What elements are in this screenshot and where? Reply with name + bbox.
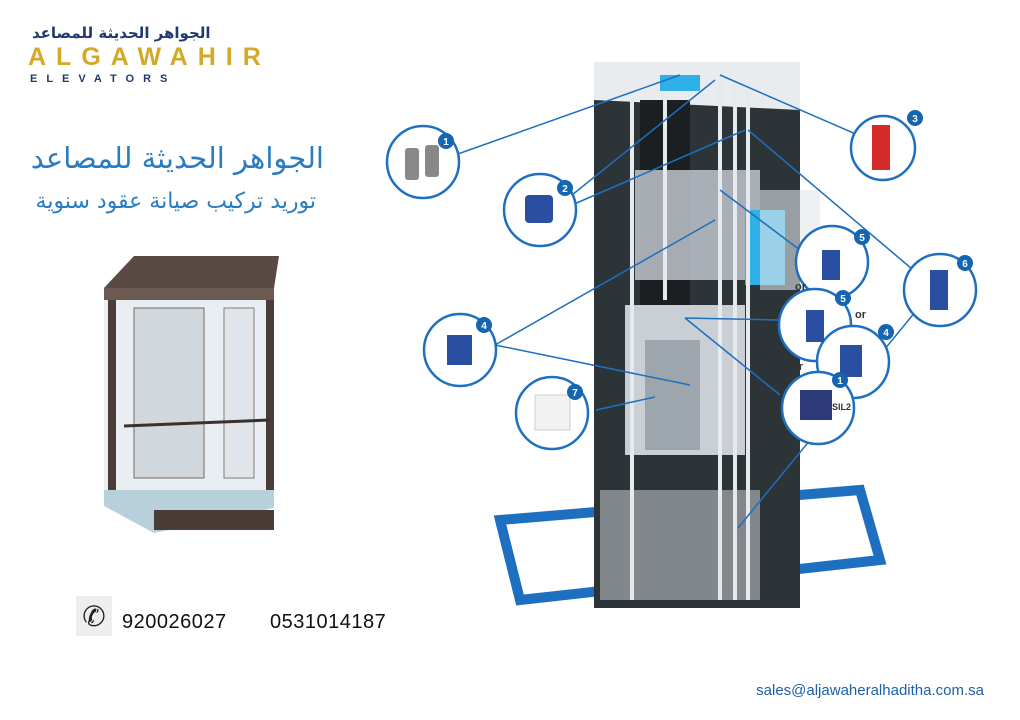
callout-badge: 7 (572, 388, 578, 399)
or-label: or (792, 361, 804, 373)
callout-badge: 2 (562, 184, 568, 195)
callout-badge: 4 (481, 321, 487, 332)
page-subtitle: توريد تركيب صيانة عقود سنوية (35, 189, 316, 214)
logo-sub: ELEVATORS (30, 73, 177, 85)
callout-badge: 3 (912, 114, 918, 125)
phone-number-2[interactable]: 0531014187 (270, 611, 387, 633)
email-link[interactable]: sales@aljawaheralhaditha.com.sa (756, 682, 984, 699)
or-label: or (795, 281, 807, 293)
logo-arabic: الجواهر الحديثة للمصاعد (32, 24, 211, 42)
phone-icon: ✆ (76, 596, 112, 636)
callout-badge: 5 (859, 233, 865, 244)
phone-number-1[interactable]: 920026027 (122, 611, 227, 633)
callout-badge: 5 (840, 294, 846, 305)
callout-badge: 1 (443, 137, 449, 148)
callout-badge: 1 (837, 376, 843, 387)
page-title: الجواهر الحديثة للمصاعد (30, 141, 324, 175)
sil-label: SIL2 (832, 402, 851, 412)
callout-badge: 4 (883, 328, 889, 339)
elevator-cabin-image (104, 256, 279, 533)
logo-brand: ALGAWAHIR (28, 43, 271, 71)
callout-badge: 6 (962, 259, 968, 270)
or-label: or (855, 309, 867, 321)
